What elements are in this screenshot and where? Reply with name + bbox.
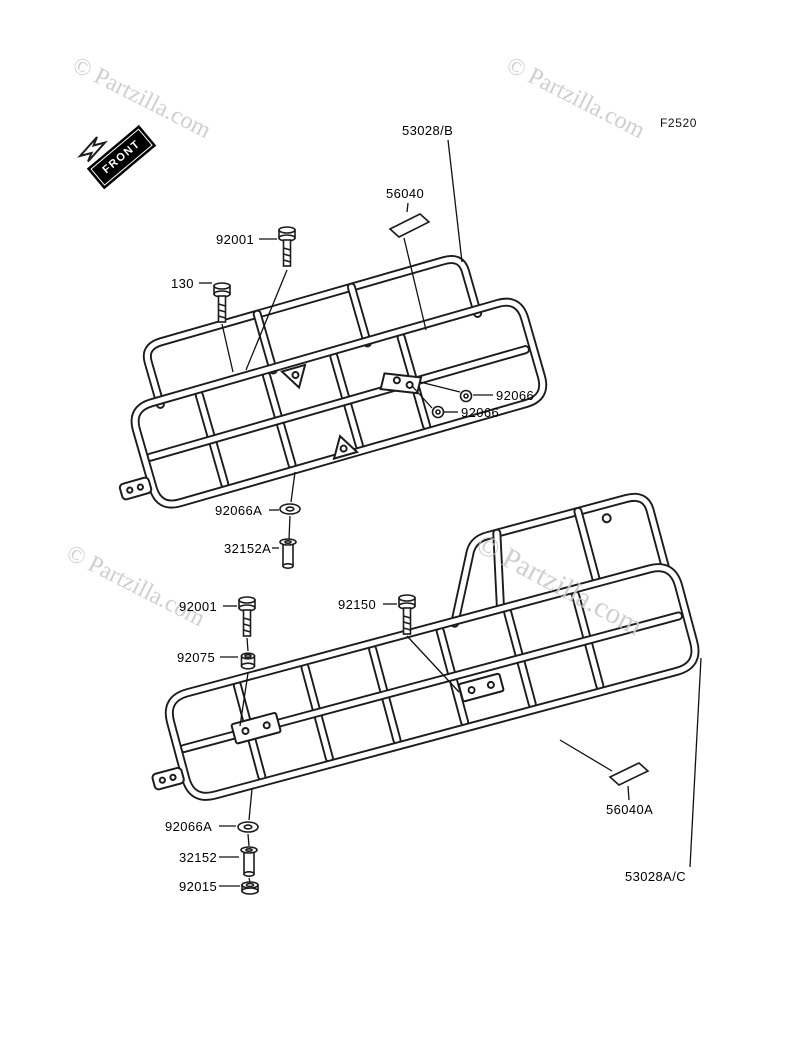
leader-lines [199,139,702,887]
bolt-icon-92001-front [278,226,296,267]
capnut-icon-92075 [240,652,256,670]
reflector-sticker-front [388,213,431,238]
nut-icon-92066-b [431,405,445,419]
part-label-130[interactable]: 130 [171,276,194,291]
front-arrow-icon [77,136,108,163]
front-rack-drawing [118,255,548,509]
part-label-92001-front[interactable]: 92001 [216,232,255,247]
part-label-92066a-rear[interactable]: 92066A [165,819,213,834]
rear-rack-drawing [151,492,700,801]
figure-code: F2520 [660,116,698,130]
part-label-56040[interactable]: 56040 [386,186,425,201]
collar-icon-32152a [279,538,297,570]
part-label-92075[interactable]: 92075 [177,650,216,665]
part-label-56040a[interactable]: 56040A [606,802,654,817]
rear-rack-brackets [151,513,612,791]
part-label-53028ac[interactable]: 53028A/C [625,869,687,884]
part-label-92066a-front[interactable]: 92066A [215,503,263,518]
collar-icon-32152 [240,846,258,878]
washer-icon-92066a-rear [237,821,259,833]
part-label-32152a[interactable]: 32152A [224,541,272,556]
nut-icon-92015 [241,881,259,895]
part-label-92066-a[interactable]: 92066 [496,388,535,403]
part-label-92150[interactable]: 92150 [338,597,377,612]
part-label-92001-rear[interactable]: 92001 [179,599,218,614]
front-rack-brackets [118,363,423,501]
part-label-53028b[interactable]: 53028/B [402,123,454,138]
reflector-sticker-rear [608,762,650,786]
part-label-92015[interactable]: 92015 [179,879,218,894]
part-label-32152[interactable]: 32152 [179,850,218,865]
part-label-92066-b[interactable]: 92066 [461,405,500,420]
nut-icon-92066-a [459,389,473,403]
bolt-icon-130 [213,282,231,323]
bolt-icon-92001-rear [238,596,256,637]
washer-icon-92066a-front [279,503,301,515]
